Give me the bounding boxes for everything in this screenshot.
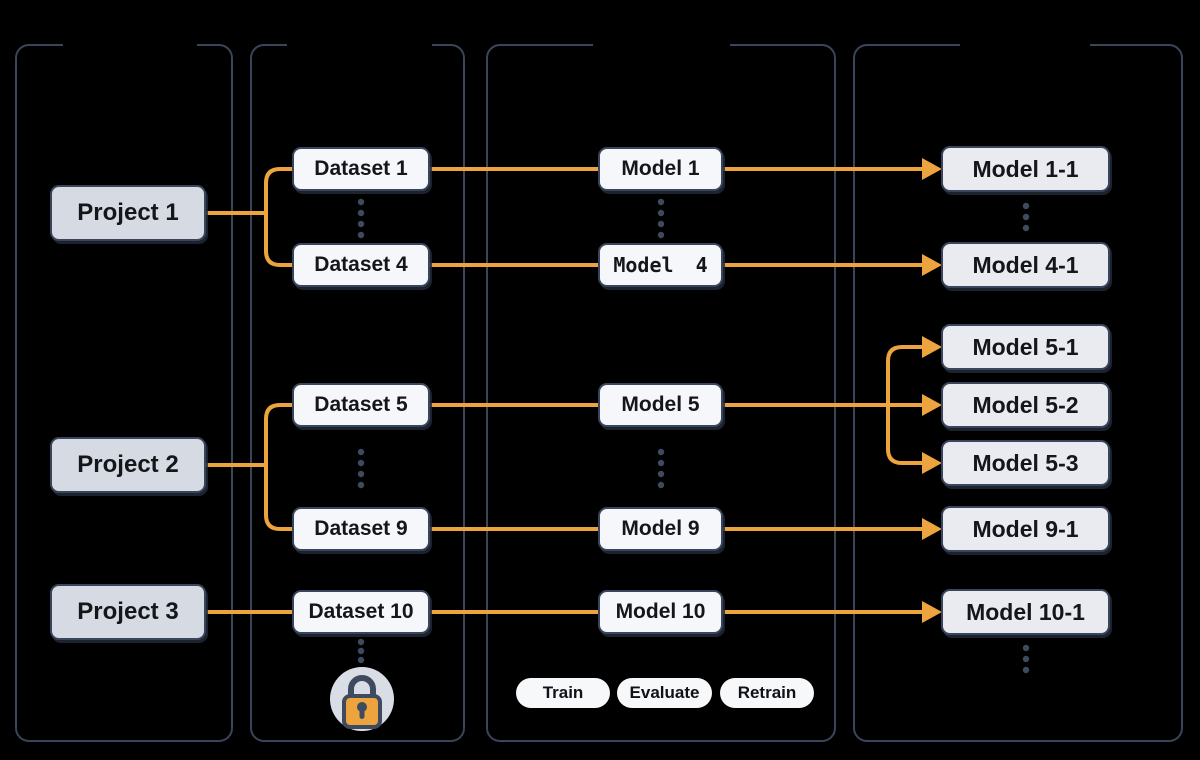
datasets-lane-title-gap bbox=[287, 41, 432, 49]
model-1-node: Model 1 bbox=[598, 147, 723, 191]
stage-pill-train: Train bbox=[516, 678, 610, 708]
dataset-4-node: Dataset 4 bbox=[292, 243, 430, 287]
models-lane-title-gap bbox=[593, 41, 730, 49]
model-10-node: Model 10 bbox=[598, 590, 723, 634]
model-5-1-node: Model 5-1 bbox=[941, 324, 1110, 370]
model-9-node: Model 9 bbox=[598, 507, 723, 551]
stage-pill-retrain: Retrain bbox=[720, 678, 814, 708]
model-10-1-node: Model 10-1 bbox=[941, 589, 1110, 635]
model-5-2-node: Model 5-2 bbox=[941, 382, 1110, 428]
project-2-node: Project 2 bbox=[50, 437, 206, 493]
retrained-models-lane-title-gap bbox=[960, 41, 1090, 49]
dataset-10-node: Dataset 10 bbox=[292, 590, 430, 634]
model-5-3-node: Model 5-3 bbox=[941, 440, 1110, 486]
lock-icon bbox=[329, 666, 395, 732]
model-1-1-node: Model 1-1 bbox=[941, 146, 1110, 192]
projects-lane-title-gap bbox=[63, 41, 197, 49]
dataset-1-node: Dataset 1 bbox=[292, 147, 430, 191]
project-1-node: Project 1 bbox=[50, 185, 206, 241]
model-5-node: Model 5 bbox=[598, 383, 723, 427]
project-3-node: Project 3 bbox=[50, 584, 206, 640]
model-4-1-node: Model 4-1 bbox=[941, 242, 1110, 288]
model-4-node: Model 4 bbox=[598, 243, 723, 287]
dataset-9-node: Dataset 9 bbox=[292, 507, 430, 551]
stage-pill-evaluate: Evaluate bbox=[617, 678, 712, 708]
model-9-1-node: Model 9-1 bbox=[941, 506, 1110, 552]
dataset-5-node: Dataset 5 bbox=[292, 383, 430, 427]
